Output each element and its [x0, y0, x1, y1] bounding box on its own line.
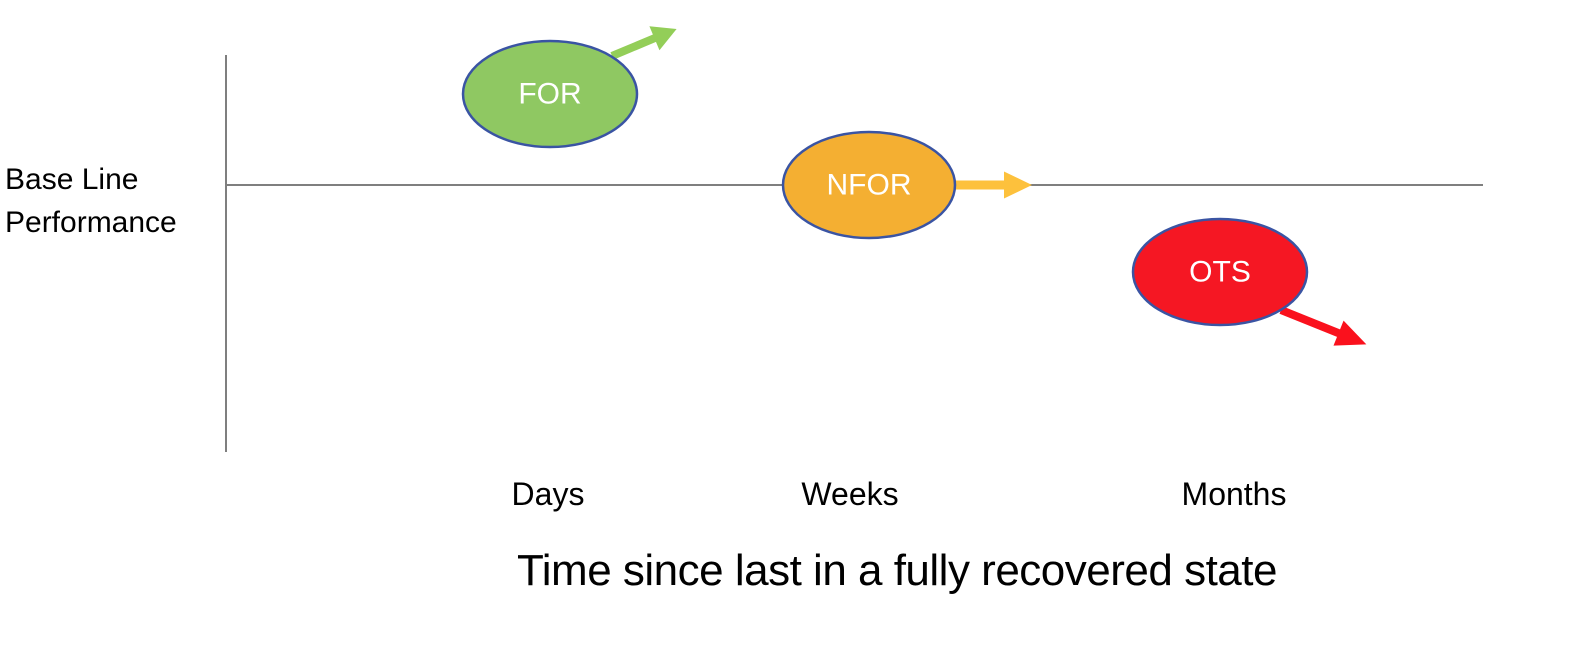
arrow-head — [1004, 171, 1032, 199]
ots-label: OTS — [1189, 256, 1251, 289]
arrow-head — [649, 26, 677, 51]
for-label: FOR — [518, 78, 581, 111]
arrow-shaft — [1279, 306, 1342, 338]
arrow-shaft — [610, 33, 658, 60]
nfor-label: NFOR — [827, 169, 912, 202]
x-axis-label-months: Months — [1181, 476, 1287, 512]
for-ellipse — [461, 39, 639, 149]
x-axis-title: Time since last in a fully recovered sta… — [517, 546, 1277, 595]
y-axis-label-line1: Base Line — [5, 163, 139, 196]
for-trend-arrow — [610, 26, 677, 60]
y-axis-label-line2: Performance — [5, 206, 177, 239]
x-axis-label-days: Days — [511, 476, 585, 512]
y-axis-label: Base Line Performance — [5, 158, 177, 244]
ots-ellipse — [1131, 217, 1309, 327]
nfor-ellipse — [781, 130, 957, 240]
nfor-trend-arrow — [948, 171, 1032, 199]
ots-trend-arrow — [1279, 306, 1367, 346]
arrow-head — [1333, 320, 1367, 346]
x-axis-label-weeks: Weeks — [801, 476, 899, 512]
